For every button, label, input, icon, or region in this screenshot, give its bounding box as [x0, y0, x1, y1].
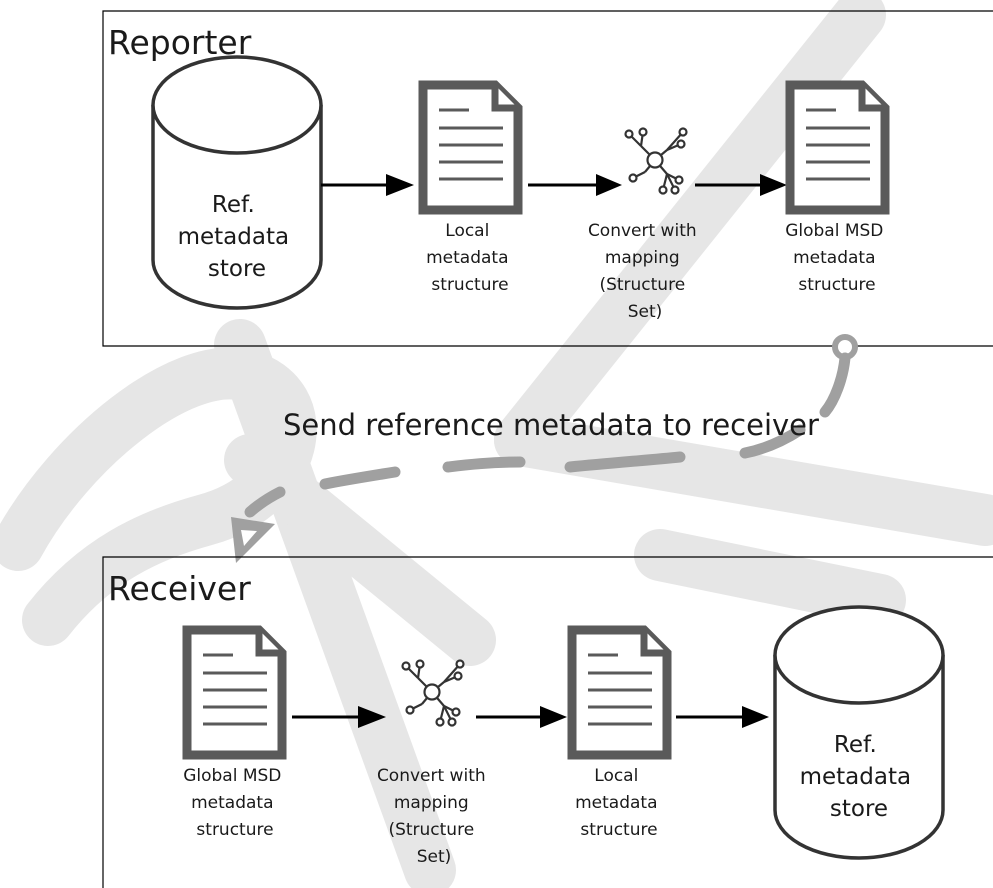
reporter-global-document-icon — [790, 85, 885, 210]
reporter-panel: Reporter Ref. metadata store Local metad… — [102, 10, 993, 347]
receiver-convert-network-icon — [401, 659, 465, 727]
transfer-label: Send reference metadata to receiver — [283, 408, 819, 442]
receiver-panel: Receiver Global MSD metadata structure C… — [102, 556, 993, 888]
receiver-global-label: Global MSD metadata structure — [183, 766, 287, 840]
receiver-global-document-icon — [187, 630, 282, 755]
reporter-arrow-1 — [321, 174, 414, 196]
reporter-store-label: Ref. metadata store — [178, 192, 297, 282]
reporter-global-label: Global MSD metadata structure — [785, 221, 889, 295]
transfer-flow-arrow — [231, 334, 858, 563]
reporter-local-document-icon — [423, 85, 518, 210]
reporter-convert-network-icon — [624, 127, 688, 195]
receiver-local-label: Local metadata structure — [575, 766, 663, 840]
reporter-store-cylinder — [151, 55, 323, 310]
receiver-local-document-icon — [572, 630, 667, 755]
receiver-arrow-1 — [292, 706, 386, 728]
receiver-arrow-2 — [476, 706, 567, 728]
reporter-convert-label: Convert with mapping (Structure Set) — [588, 221, 702, 322]
receiver-convert-label: Convert with mapping (Structure Set) — [377, 766, 491, 867]
reporter-arrow-3 — [695, 174, 787, 196]
reporter-arrow-2 — [528, 174, 622, 196]
receiver-arrow-3 — [676, 706, 769, 728]
reporter-title: Reporter — [108, 23, 252, 62]
receiver-title: Receiver — [108, 569, 251, 608]
transfer-arrowhead — [231, 517, 275, 563]
receiver-store-cylinder — [773, 605, 945, 860]
receiver-store-label: Ref. metadata store — [800, 732, 919, 822]
reporter-local-label: Local metadata structure — [426, 221, 514, 295]
